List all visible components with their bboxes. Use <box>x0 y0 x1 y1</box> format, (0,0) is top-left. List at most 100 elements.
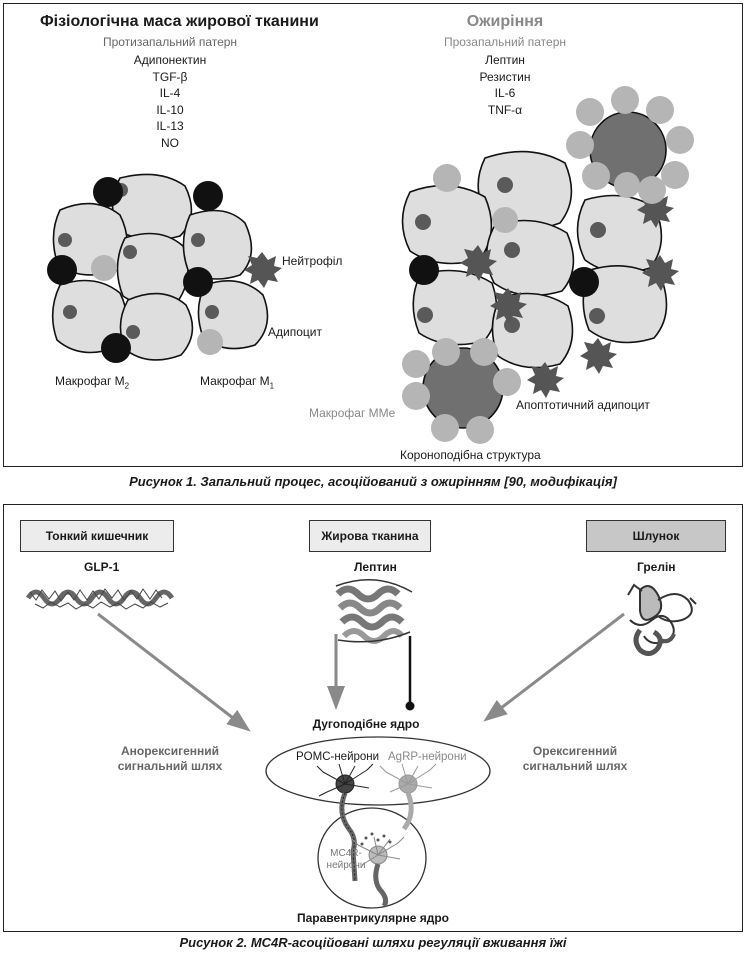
figure2-caption: Рисунок 2. MC4R-асоційовані шляхи регуля… <box>179 935 567 950</box>
macrophage-m1 <box>197 329 223 355</box>
macrophage-light <box>433 164 461 192</box>
left-title: Фізіологічна маса жирової тканини <box>40 13 319 30</box>
apoptotic-label: Апоптотичний адипоцит <box>516 398 650 412</box>
macrophage-m2-text: Макрофаг M <box>55 374 125 388</box>
nucleus <box>417 307 433 323</box>
figure1-caption: Рисунок 1. Запальний процес, асоційовани… <box>129 474 617 489</box>
crown-label: Короноподібна структура <box>400 448 541 462</box>
orexigenic-line: Орексигенний <box>532 744 618 758</box>
mc4r-line: MC4R- <box>330 848 362 859</box>
nucleus <box>205 305 219 319</box>
nucleus <box>415 214 431 230</box>
macrophage-m2 <box>47 255 77 285</box>
left-item: IL-13 <box>156 119 184 133</box>
orexigenic-line: сигнальний шлях <box>522 759 628 773</box>
fat-box: Жирова тканина <box>309 520 431 552</box>
nucleus <box>590 222 606 238</box>
apoptotic-star <box>527 362 564 398</box>
anorexigenic-line: сигнальний шлях <box>117 759 223 773</box>
macrophage-m2-label: Макрофаг M2 <box>55 374 129 390</box>
left-items: Адипонектин TGF-β IL-4 IL-10 IL-13 NO <box>40 52 300 151</box>
left-item: IL-10 <box>156 102 184 117</box>
right-item: Лептин <box>485 53 525 67</box>
adipocyte-label: Адипоцит <box>268 325 322 339</box>
nucleus <box>497 177 513 193</box>
macrophage-m1-label: Макрофаг M1 <box>200 374 274 390</box>
macrophage-mme-label: Макрофаг MMe <box>309 406 396 420</box>
right-item: IL-6 <box>494 86 516 100</box>
pomc-label: POMC-нейрони <box>296 751 380 763</box>
right-subtitle: Прозапальний патерн <box>443 35 567 49</box>
pomc-neuron <box>316 763 374 882</box>
nucleus <box>589 308 605 324</box>
macrophage-m2-sub: 2 <box>124 381 130 391</box>
pvn-ellipse <box>317 807 427 909</box>
left-item: TGF-β <box>152 69 188 84</box>
mc4r-line: нейрони <box>326 860 366 871</box>
macrophage-m1-text: Макрофаг M <box>200 374 270 388</box>
agrp-label: AgRP-нейрони <box>388 751 467 763</box>
agrp-neuron <box>379 763 437 831</box>
arcuate-label: Дугоподібне ядро <box>312 717 420 731</box>
macrophage-light <box>492 207 518 233</box>
macrophage-m1 <box>91 255 117 281</box>
pvn-label: Паравентрикулярне ядро <box>296 911 450 925</box>
leptin-label: Лептин <box>354 560 397 574</box>
macrophage-m2 <box>101 333 131 363</box>
leptin-structure <box>335 579 413 644</box>
arcuate-ellipse <box>265 736 491 806</box>
crown-bottom <box>402 338 521 444</box>
nucleus <box>126 325 140 339</box>
nucleus <box>191 233 205 247</box>
m1-macrophages <box>91 255 223 355</box>
right-cluster <box>401 150 668 369</box>
macrophage-m2 <box>93 177 123 207</box>
macrophage-dark <box>409 255 439 285</box>
mc4r-neuron <box>351 836 405 908</box>
neutrophil-label: Нейтрофіл <box>282 254 343 268</box>
m2-macrophages <box>47 177 223 363</box>
adipocyte <box>182 209 253 280</box>
right-title: Ожиріння <box>466 13 544 30</box>
anorexigenic-line: Анорексигенний <box>120 744 220 758</box>
right-item: Резистин <box>479 69 531 84</box>
nucleus <box>123 245 137 259</box>
glp1-arrow <box>97 612 251 732</box>
left-subtitle: Протизапальний патерн <box>102 35 238 49</box>
scattered-light-macrophages <box>433 164 518 233</box>
apoptotic-star <box>490 288 527 324</box>
intestine-box: Тонкий кишечник <box>20 520 174 552</box>
mme-macrophages-black <box>409 255 599 297</box>
apoptotic-stars <box>460 192 679 398</box>
right-items: Лептин Резистин IL-6 TNF-α <box>430 52 580 118</box>
anorexigenic-label: Анорексигенний сигнальний шлях <box>105 744 235 774</box>
crown-top <box>566 86 694 204</box>
right-item: TNF-α <box>487 102 523 117</box>
macrophage-m2 <box>193 181 223 211</box>
macrophage-dark <box>569 267 599 297</box>
orexigenic-label: Орексигенний сигнальний шлях <box>510 744 640 774</box>
figure1-illustration <box>47 86 694 444</box>
mc4r-label: MC4R- нейрони <box>316 848 376 872</box>
macrophage-m2 <box>183 267 213 297</box>
left-item: Адипонектин <box>133 53 207 67</box>
adipocyte <box>582 264 668 344</box>
stomach-box: Шлунок <box>586 520 726 552</box>
nucleus <box>504 242 520 258</box>
glp1-structure <box>25 588 175 610</box>
left-item: IL-4 <box>159 86 181 100</box>
signal-dots <box>360 832 392 846</box>
macrophage-m1-sub: 1 <box>269 381 275 391</box>
leptin-inhibit-dot <box>405 701 415 711</box>
ghrelin-structure <box>627 583 697 656</box>
apoptotic-star <box>460 245 497 281</box>
nucleus <box>63 305 77 319</box>
left-item: NO <box>161 135 179 150</box>
nucleus <box>58 233 72 247</box>
apoptotic-star <box>642 255 679 291</box>
ghrelin-label: Грелін <box>637 560 676 574</box>
neutrophil-shape <box>244 252 282 288</box>
glp1-label: GLP-1 <box>84 560 120 574</box>
ghrelin-arrow <box>483 612 625 722</box>
